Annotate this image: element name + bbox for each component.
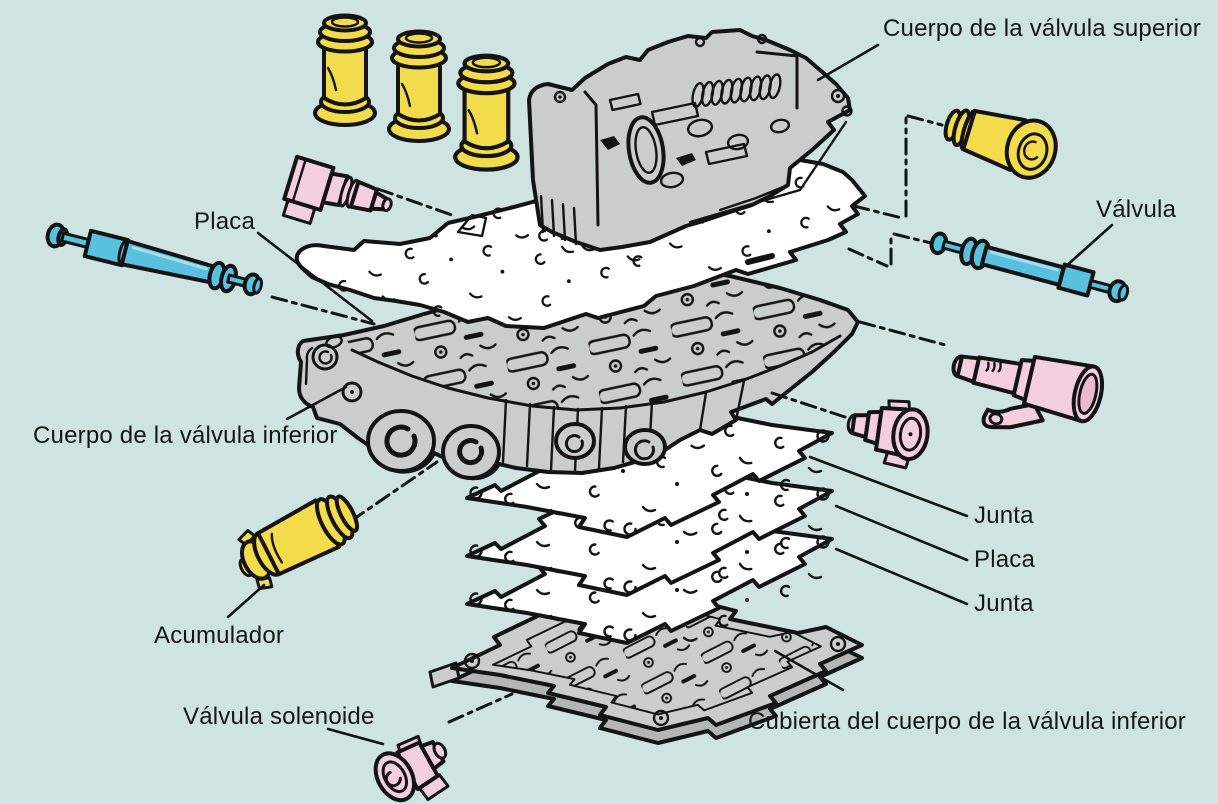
label-gasket-lower: Junta <box>974 590 1034 617</box>
solenoid-top-left <box>281 154 393 225</box>
valve-rod-left <box>45 222 263 297</box>
accumulator-part <box>237 494 360 591</box>
label-lower-valve-body: Cuerpo de la válvula inferior <box>33 422 338 449</box>
valve-piston-top-right <box>943 108 1058 180</box>
label-lower-valve-body-cover: Cubierta del cuerpo de la válvula inferi… <box>748 708 1186 735</box>
label-accumulator: Acumulador <box>154 622 285 649</box>
solenoid-bottom <box>373 734 450 803</box>
label-gasket-upper: Junta <box>974 502 1034 529</box>
label-plate-lower: Placa <box>974 546 1036 573</box>
upper-valve-body-part <box>527 28 853 252</box>
label-valve: Válvula <box>1096 196 1177 223</box>
leader-lines <box>226 43 1114 746</box>
solenoid-right-large <box>951 354 1105 430</box>
solenoid-right-small <box>846 399 930 470</box>
label-upper-valve-body: Cuerpo de la válvula superior <box>883 15 1201 42</box>
alignment-centerlines <box>270 114 951 724</box>
valve-rod-right <box>929 231 1130 304</box>
label-solenoid-valve: Válvula solenoide <box>183 703 375 730</box>
label-plate-upper: Placa <box>194 208 256 235</box>
